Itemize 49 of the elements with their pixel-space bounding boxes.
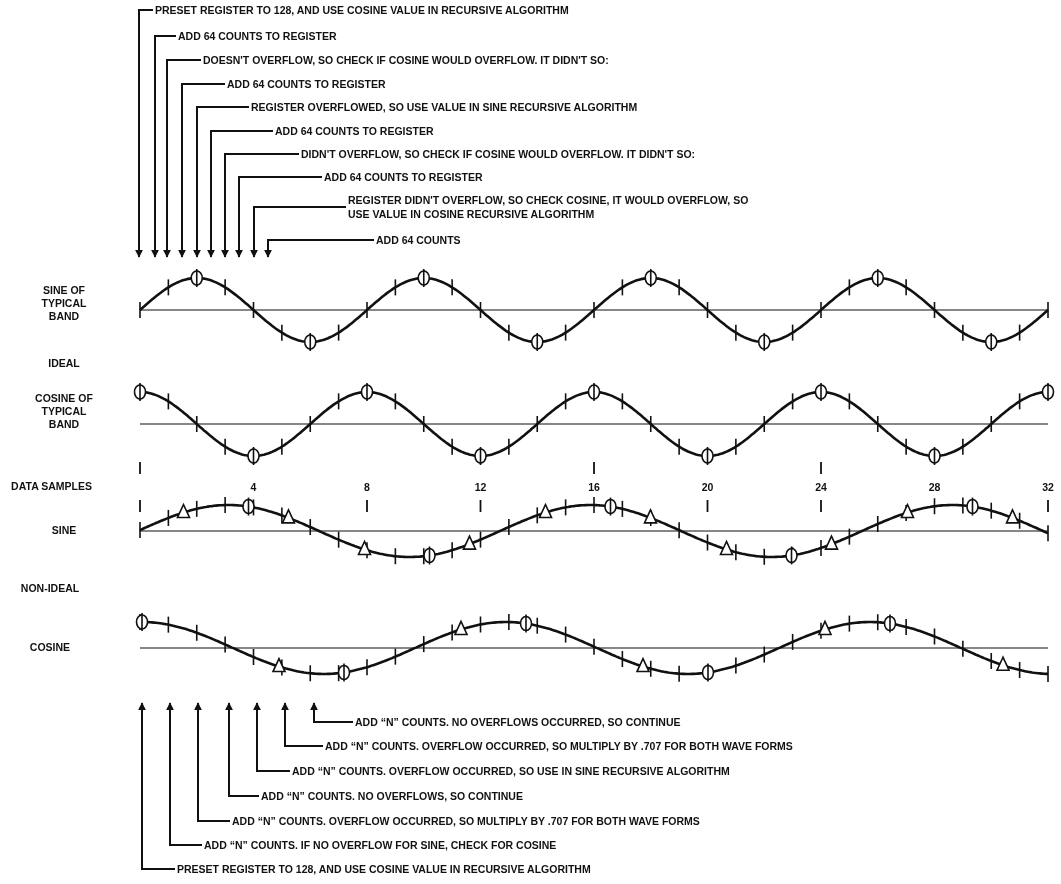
annotation-text: PRESET REGISTER TO 128, AND USE COSINE VALUE IN RECURSIVE ALGORITHM — [153, 3, 569, 17]
sample-number: 12 — [473, 481, 488, 494]
annotation-text: PRESET REGISTER TO 128, AND USE COSINE VALUE IN RECURSIVE ALGORITHM — [175, 862, 591, 876]
arrow — [194, 702, 231, 822]
arrow — [163, 59, 202, 258]
row-label: COSINE OF TYPICAL BAND — [34, 392, 94, 431]
annotation-text: ADD “N” COUNTS. NO OVERFLOWS OCCURRED, SO CONTINUE — [353, 715, 681, 729]
sample-number: 16 — [587, 481, 601, 494]
annotation-text: ADD “N” COUNTS. IF NO OVERFLOW FOR SINE, CHECK FOR COSINE — [202, 838, 557, 852]
annotation-text: ADD “N” COUNTS. NO OVERFLOWS, SO CONTINUE — [259, 789, 523, 803]
sample-number: 20 — [700, 481, 715, 494]
annotation-text: REGISTER DIDN'T OVERFLOW, SO CHECK COSINE, IT WOULD OVERFLOW, SO USE VALUE IN COSINE RECURSIVE ALGORITHM — [346, 193, 768, 221]
arrow — [225, 702, 260, 797]
row-label: SINE — [50, 524, 78, 537]
arrow — [250, 206, 347, 258]
annotation-text: ADD 64 COUNTS — [374, 233, 461, 247]
annotation-text: ADD “N” COUNTS. OVERFLOW OCCURRED, SO MULTIPLY BY .707 FOR BOTH WAVE FORMS — [323, 739, 793, 753]
sample-number: 28 — [927, 481, 942, 494]
arrow — [178, 83, 226, 258]
sample-number: 8 — [363, 481, 371, 494]
arrow — [310, 702, 354, 723]
arrow — [264, 239, 375, 258]
arrow — [253, 702, 291, 772]
annotation-text: REGISTER OVERFLOWED, SO USE VALUE IN SINE RECURSIVE ALGORITHM — [249, 100, 638, 114]
arrow — [151, 35, 177, 258]
row-label: IDEAL — [47, 357, 81, 370]
arrow — [135, 9, 154, 258]
sample-number: 24 — [814, 481, 828, 494]
sample-number: 32 — [1041, 481, 1055, 494]
row-label: DATA SAMPLES — [10, 480, 92, 493]
arrow — [138, 702, 176, 870]
arrow — [221, 153, 300, 258]
arrow — [207, 130, 274, 258]
arrow — [193, 106, 250, 258]
annotation-text: ADD 64 COUNTS TO REGISTER — [225, 77, 386, 91]
annotation-text: ADD 64 COUNTS TO REGISTER — [322, 170, 483, 184]
arrow — [235, 176, 323, 258]
row-label: SINE OF TYPICAL BAND — [40, 284, 88, 323]
arrow — [281, 702, 324, 747]
annotation-text: ADD 64 COUNTS TO REGISTER — [273, 124, 434, 138]
annotation-text: DOESN'T OVERFLOW, SO CHECK IF COSINE WOULD OVERFLOW. IT DIDN'T SO: — [201, 53, 609, 67]
row-label: NON-IDEAL — [19, 582, 81, 595]
row-label: COSINE — [28, 641, 72, 654]
annotation-text: DIDN'T OVERFLOW, SO CHECK IF COSINE WOULD OVERFLOW. IT DIDN'T SO: — [299, 147, 696, 161]
annotation-text: ADD 64 COUNTS TO REGISTER — [176, 29, 337, 43]
annotation-text: ADD “N” COUNTS. OVERFLOW OCCURRED, SO USE IN SINE RECURSIVE ALGORITHM — [290, 764, 730, 778]
arrow — [166, 702, 203, 846]
sample-number: 4 — [249, 481, 258, 494]
annotation-text: ADD “N” COUNTS. OVERFLOW OCCURRED, SO MULTIPLY BY .707 FOR BOTH WAVE FORMS — [230, 814, 700, 828]
